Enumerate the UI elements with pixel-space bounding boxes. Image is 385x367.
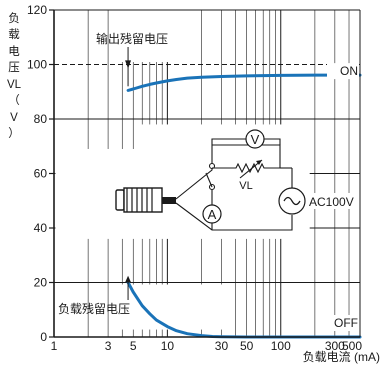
switch-blade: [205, 172, 213, 188]
resistor-arrowhead: [256, 160, 262, 165]
series-line-on: [126, 73, 362, 92]
ac-label-bg: [308, 193, 358, 209]
axes: [49, 9, 361, 338]
y-axis-label-char: 压: [8, 61, 20, 74]
annotation-arrowhead: [125, 60, 132, 69]
x-tick-label: 3: [105, 339, 112, 353]
x-tick-label: 5: [130, 339, 137, 353]
series-label-on: ON: [340, 64, 358, 78]
ammeter-label: A: [208, 207, 217, 222]
series-label-off: OFF: [334, 316, 358, 330]
y-tick-label: 40: [34, 221, 48, 235]
y-axis-label-char: （: [8, 94, 20, 107]
proximity-sensor-icon: [115, 187, 176, 213]
y-tick-label: 0: [40, 330, 47, 344]
annotation-arrowhead: [125, 275, 132, 283]
y-tick-label: 100: [27, 58, 47, 72]
y-axis-label-char: 电: [8, 45, 20, 58]
sensor-cable: [162, 197, 176, 204]
series-label-bg: [327, 63, 359, 80]
ac-source-label: AC100V: [309, 195, 354, 209]
wire-vm-right: [264, 138, 281, 145]
x-axis-label: 负载电流 (mA): [303, 350, 380, 364]
ammeter-icon: A: [202, 204, 222, 224]
ac-source-icon: [278, 187, 306, 215]
voltmeter-circle: [245, 129, 265, 149]
annotation-band-top: [118, 10, 191, 62]
annotation-band-bottom: [118, 284, 230, 330]
y-tick-label: 60: [34, 167, 48, 181]
x-tick-label: 1: [51, 339, 58, 353]
x-tick-label: 10: [161, 339, 175, 353]
voltmeter-icon: V: [245, 129, 265, 149]
resistor-label: VL: [239, 180, 252, 192]
x-tick-label: 300: [325, 339, 345, 353]
wire-sensor-bottom: [175, 202, 293, 231]
x-tick-label: 50: [240, 339, 254, 353]
x-tick-label: 100: [271, 339, 291, 353]
y-tick-labels: 0 20 40 60 80 100 120: [27, 3, 47, 344]
x-tick-label: 30: [215, 339, 229, 353]
y-axis-label-char: V: [10, 112, 18, 124]
annotation-output-residual: 输出残留电压: [96, 31, 168, 46]
resistor-zigzag: [230, 162, 280, 174]
y-axis-label-char: 载: [8, 28, 20, 41]
voltmeter-label: V: [251, 132, 260, 147]
circuit-diagram: A V VL AC100V: [115, 129, 358, 231]
annotation-load-residual: 负载残留电压: [58, 302, 130, 316]
sensor-body: [123, 187, 163, 213]
x-tick-label: 500: [342, 339, 362, 353]
y-tick-label: 120: [27, 3, 47, 17]
variable-resistor-icon: [230, 159, 280, 179]
y-tick-label: 80: [34, 112, 48, 126]
circuit-band-top: [137, 124, 290, 152]
y-tick-label: 20: [34, 276, 48, 290]
y-axis-label-char: 负: [8, 11, 20, 25]
y-axis-label-char: ）: [8, 127, 20, 140]
series-label-bg: [327, 315, 359, 331]
wire-vm-left: [211, 138, 246, 145]
y-axis-label-char: VL: [7, 79, 22, 91]
ac-wave: [283, 196, 301, 206]
